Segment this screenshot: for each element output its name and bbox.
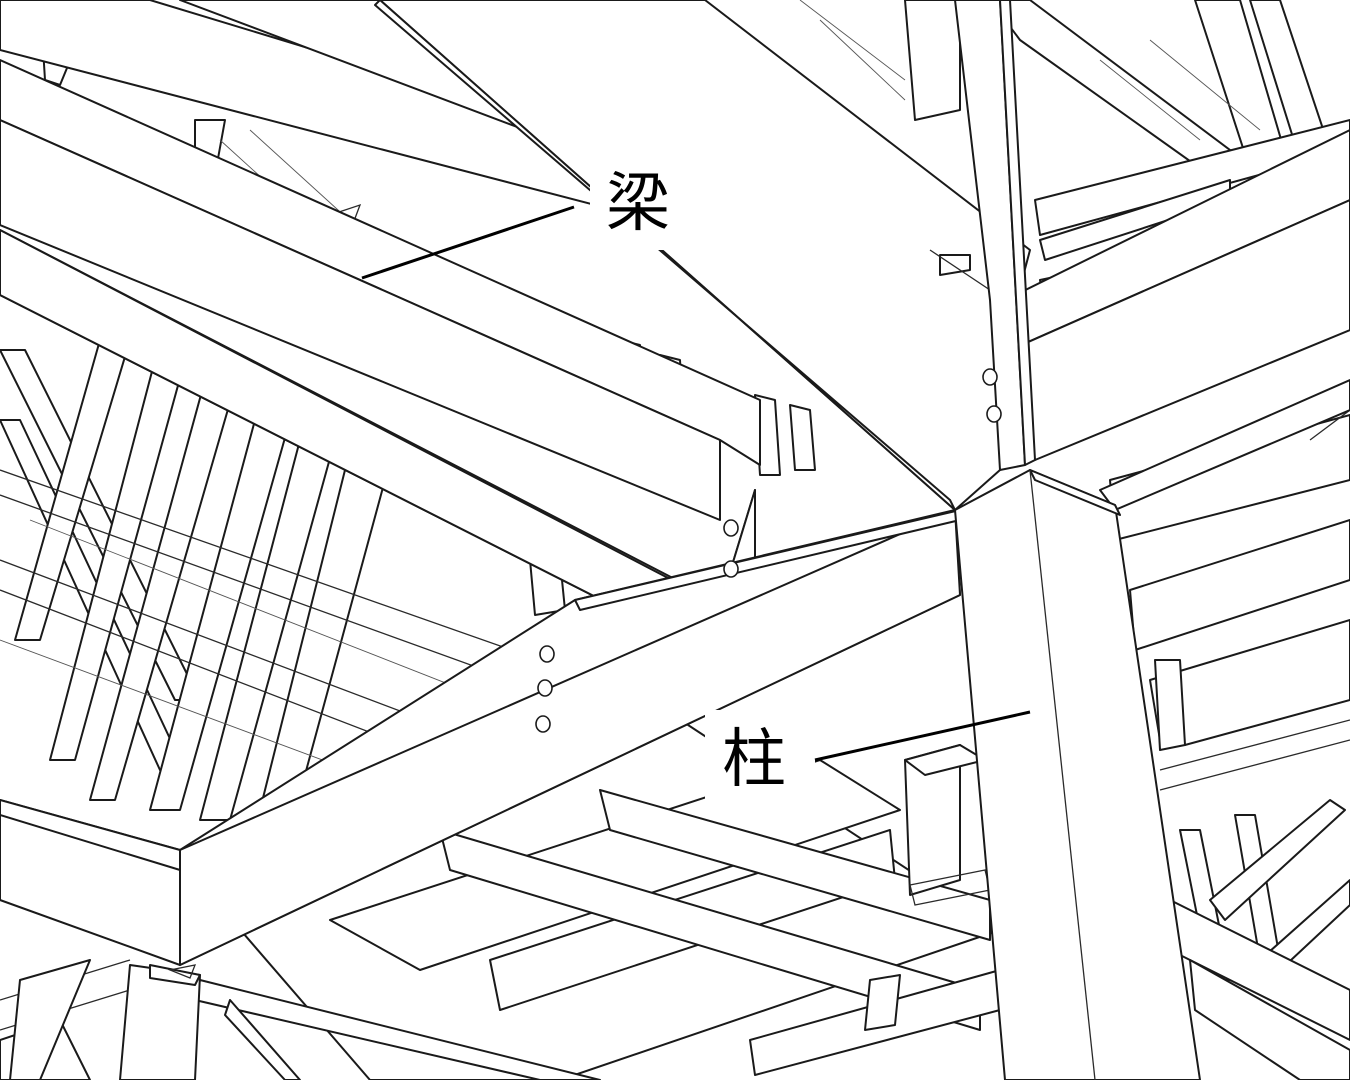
bolt — [723, 560, 739, 578]
bolt — [986, 405, 1002, 423]
bolt — [535, 715, 551, 733]
left-post — [119, 964, 201, 1080]
bolt — [539, 645, 555, 663]
bolt-group-lower — [535, 645, 555, 733]
beam-leader-line — [361, 205, 575, 280]
column-label: 柱 — [722, 723, 786, 797]
beam-label: 梁 — [606, 167, 670, 241]
label-halo-column — [705, 710, 815, 810]
label-halo-beam — [590, 150, 700, 250]
right-beams — [904, 129, 1350, 906]
bolt-group-upper — [982, 368, 1002, 423]
bolt — [723, 519, 739, 537]
bolt — [537, 679, 553, 697]
main-column — [954, 0, 1201, 1080]
floor-joists — [0, 699, 1350, 1080]
background-lattice — [0, 0, 1350, 981]
column-leader-line — [814, 710, 1031, 762]
bolt-group-mid — [723, 519, 739, 578]
main-beam-cross — [0, 509, 961, 966]
bolt — [982, 368, 998, 386]
